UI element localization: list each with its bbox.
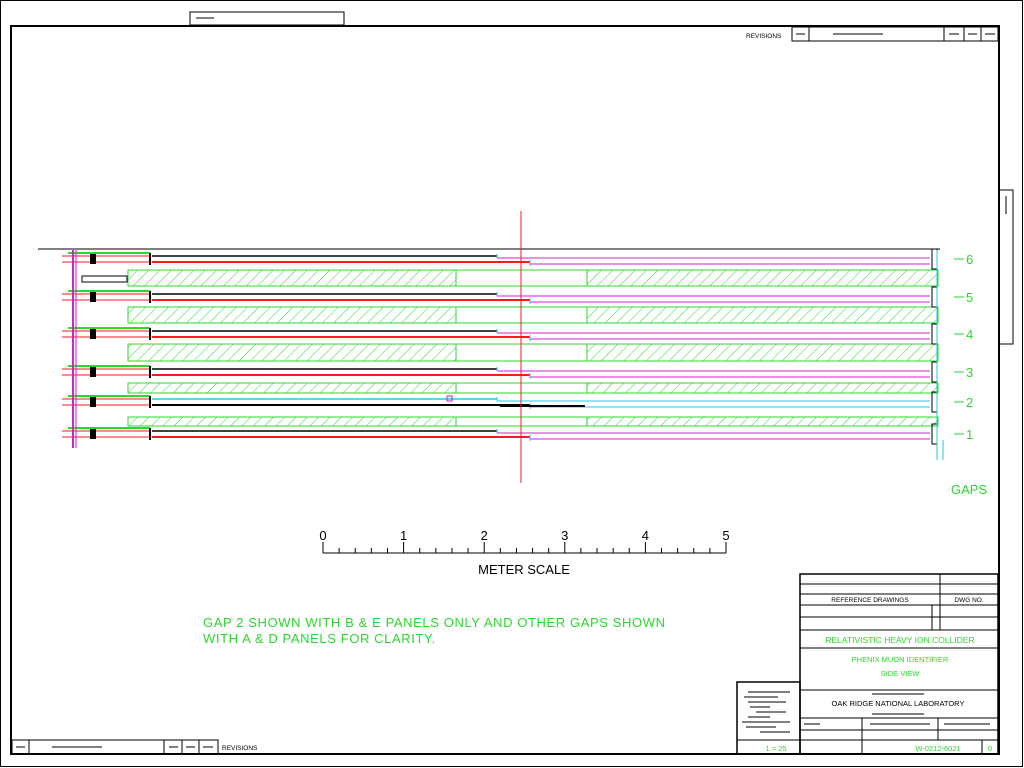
gap-end-cap — [931, 286, 938, 308]
gap-end-cap — [931, 248, 938, 270]
clarity-note: GAP 2 SHOWN WITH B & E PANELS ONLY AND O… — [203, 615, 666, 646]
meter-scale-caption: METER SCALE — [478, 562, 570, 577]
scale-tick-label: 3 — [561, 528, 568, 543]
gap-number-2: 2 — [966, 395, 973, 410]
revisions-label-bottom: REVISIONS — [222, 745, 258, 752]
panel-connector — [90, 397, 96, 407]
note-line-1: GAP 2 SHOWN WITH B & E PANELS ONLY AND O… — [203, 615, 666, 630]
gaps-title: GAPS — [951, 482, 987, 497]
laboratory-name: OAK RIDGE NATIONAL LABORATORY — [832, 699, 965, 708]
gap-number-3: 3 — [966, 365, 973, 380]
panel-b-marker — [446, 395, 453, 402]
scale-tick-label: 2 — [481, 528, 488, 543]
scale-tick-label: 0 — [319, 528, 326, 543]
gap-end-cap — [931, 391, 938, 413]
scale-tick-label: 5 — [722, 528, 729, 543]
scale-tick-label: 1 — [400, 528, 407, 543]
gap-end-cap — [931, 423, 938, 445]
drawing-title-line-2: SIDE VIEW — [881, 669, 921, 678]
note-line-2: WITH A & D PANELS FOR CLARITY. — [203, 631, 436, 646]
reference-drawings-label: REFERENCE DRAWINGS — [831, 597, 909, 604]
gap-labels: GAPS 6 5 4 3 2 1 — [951, 252, 987, 497]
revisions-block-bottom: REVISIONS — [11, 739, 258, 755]
dwg-no-label: DWG NO. — [954, 597, 983, 604]
revisions-block-top: REVISIONS — [746, 26, 999, 42]
top-plate-bracket — [81, 275, 128, 283]
gap-number-5: 5 — [966, 290, 973, 305]
gap-number-4: 4 — [966, 327, 973, 342]
drawing-scale: 1 = 25 — [765, 744, 786, 753]
drawing-title-line-1: PHENIX MUON IDENTIFIER — [852, 655, 949, 664]
drawing-number: W-0212-6021 — [915, 744, 960, 753]
gap-number-1: 1 — [966, 427, 973, 442]
revisions-label-top: REVISIONS — [746, 33, 782, 40]
panel-connector — [90, 367, 96, 377]
project-name: RELATIVISTIC HEAVY ION COLLIDER — [825, 635, 974, 645]
muon-identifier-layers — [38, 211, 944, 483]
gap-end-cap — [931, 361, 938, 383]
panel-connector — [90, 292, 96, 302]
gap-end-cap — [931, 323, 938, 345]
panel-connector — [90, 254, 96, 264]
drawing-revision: 0 — [988, 744, 992, 753]
title-block: REFERENCE DRAWINGS DWG NO. RELATIVISTIC … — [736, 573, 999, 755]
meter-scale: METER SCALE 0 1 2 3 4 5 — [319, 528, 729, 577]
panel-connector — [90, 329, 96, 339]
scale-tick-label: 4 — [642, 528, 649, 543]
panel-connector — [90, 429, 96, 439]
gap-number-6: 6 — [966, 252, 973, 267]
